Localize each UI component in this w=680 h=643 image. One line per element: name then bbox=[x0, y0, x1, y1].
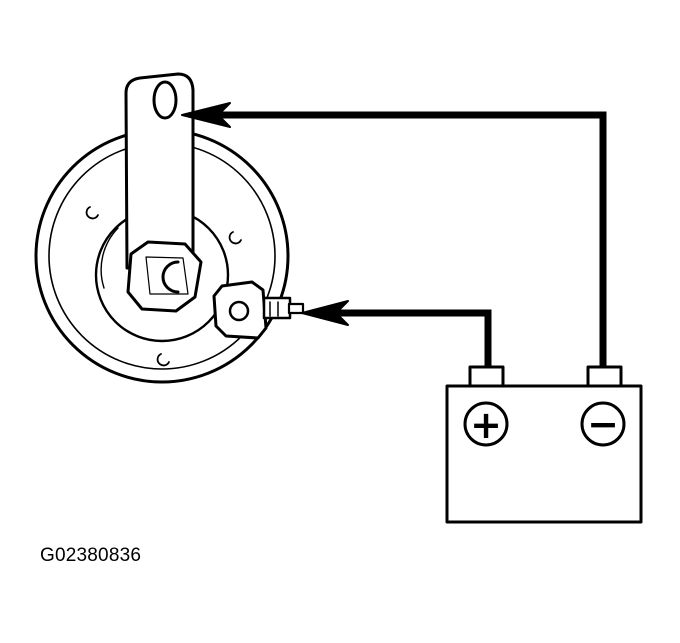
positive-wire bbox=[336, 309, 492, 368]
negative-post bbox=[586, 365, 623, 389]
horn-icon bbox=[34, 72, 305, 384]
terminal-spade-detail bbox=[269, 301, 279, 317]
terminal-spade bbox=[262, 296, 292, 320]
arrowheads bbox=[181, 102, 349, 326]
mount-hole bbox=[156, 353, 170, 367]
positive-post bbox=[468, 365, 505, 389]
negative-wire bbox=[216, 111, 607, 368]
mount-hole bbox=[85, 206, 99, 220]
bracket-bolt-hole bbox=[152, 80, 178, 120]
negative-symbol-ring bbox=[580, 401, 626, 447]
negative-symbol: − bbox=[587, 402, 619, 446]
terminal-wire-stub bbox=[287, 302, 305, 315]
arrow-icon bbox=[181, 102, 231, 128]
battery-icon: + − bbox=[445, 365, 643, 524]
hex-nut-face bbox=[145, 256, 189, 295]
terminal-hole bbox=[228, 300, 250, 322]
positive-symbol-ring bbox=[463, 401, 509, 447]
mount-hole bbox=[228, 231, 242, 245]
wiring bbox=[216, 111, 607, 368]
positive-symbol: + bbox=[470, 403, 502, 447]
hex-nut-bolt bbox=[161, 260, 180, 294]
figure-id: G02380836 bbox=[40, 545, 142, 566]
horn-hub-shading bbox=[100, 227, 119, 289]
horn-mounting-bracket bbox=[124, 72, 195, 270]
arrow-icon bbox=[301, 300, 349, 326]
